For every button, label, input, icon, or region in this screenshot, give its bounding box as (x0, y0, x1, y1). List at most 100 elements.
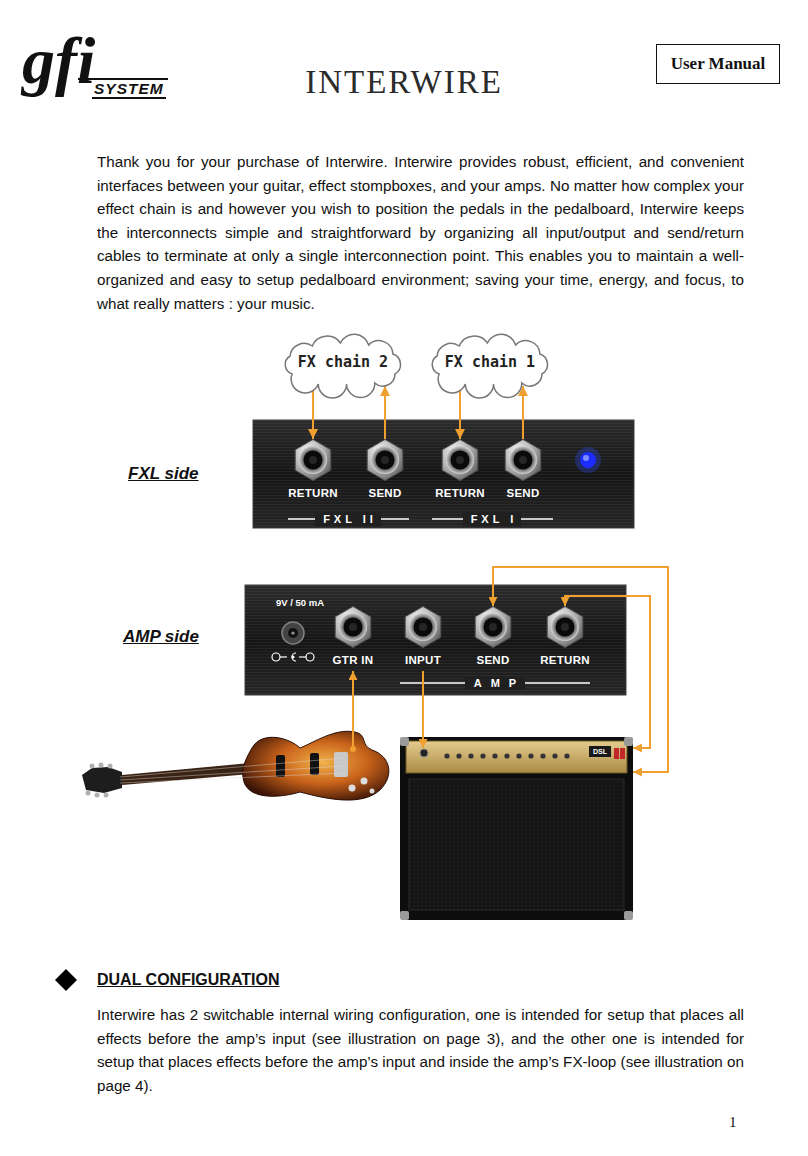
group-name: AMP (465, 677, 525, 690)
jack-hole (489, 623, 497, 631)
jack-graphic (472, 606, 514, 648)
jack-socket: RETURN (427, 439, 493, 500)
jack-hole (514, 451, 533, 470)
guitar-illustration (276, 755, 285, 777)
manual-tag: User Manual (656, 44, 780, 84)
guitar-illustration (243, 731, 389, 800)
fxl-panel-plate (583, 455, 589, 461)
label-holder: FXL II (315, 513, 381, 526)
signal-arrow (384, 386, 386, 439)
signal-arrow (459, 386, 461, 439)
guitar-illustration (349, 785, 356, 792)
guitar-illustration (361, 778, 368, 785)
jack-nut (295, 440, 331, 481)
jack-ring (479, 613, 507, 641)
power-rating: 9V / 50 mA (276, 597, 324, 609)
bullet-diamond (55, 969, 77, 991)
jack-panel: 9V / 50 mAAMPGTR ININPUTSENDRETURN (245, 585, 626, 695)
amp-panel-plate (245, 585, 626, 695)
jack-hole (419, 623, 427, 631)
jack-hole (556, 618, 575, 637)
jack-socket: SEND (460, 606, 526, 667)
amp-illustration (528, 753, 533, 758)
amp-illustration (624, 737, 633, 746)
jack-socket: RETURN (532, 606, 598, 667)
jack-ring (551, 613, 579, 641)
jack-graphic (439, 439, 481, 481)
jack-nut (405, 607, 441, 648)
amp-panel-plate (292, 653, 296, 661)
jack-nut (475, 607, 511, 648)
fxl-panel-plate (253, 420, 634, 528)
signal-wire (352, 671, 354, 749)
amp-panel-plate (245, 585, 626, 695)
amp-panel-plate (306, 653, 314, 661)
jack-socket: INPUT (390, 606, 456, 667)
page-title: INTERWIRE (305, 62, 503, 102)
jack-ring (509, 446, 537, 474)
jack-graphic (364, 439, 406, 481)
guitar-illustration (370, 789, 375, 794)
jack-nut (367, 440, 403, 481)
amp-illustration (480, 753, 485, 758)
fx-chain-cloud: FX chain 2 (280, 338, 406, 386)
amp-illustration (444, 753, 449, 758)
guitar-illustration (90, 764, 95, 769)
amp-illustration (589, 746, 611, 757)
label-holder: FXL I (463, 513, 522, 526)
label-holder: FXL side (128, 463, 199, 485)
fxl-panel-plate (575, 447, 601, 473)
amp-illustration (614, 748, 619, 759)
amp-illustration (406, 741, 627, 773)
side-caption: AMP side (123, 626, 199, 648)
jack-hole (349, 623, 357, 631)
jack-label: RETURN (435, 486, 485, 500)
guitar-illustration (310, 753, 319, 775)
fxl-panel-plate (580, 452, 596, 468)
brand-logo: gfi (22, 28, 95, 94)
amp-panel-plate (291, 631, 294, 634)
jack-hole (414, 618, 433, 637)
amp-illustration (492, 753, 497, 758)
label-holder: AMP side (123, 626, 199, 648)
brand-logo: SYSTEM (94, 80, 164, 97)
amp-illustration (552, 753, 557, 758)
jack-hole (381, 456, 389, 464)
fxl-panel-plate (253, 420, 634, 528)
jack-hole (484, 618, 503, 637)
jack-label: SEND (476, 653, 509, 667)
jack-graphic (402, 606, 444, 648)
amp-badge: DSL (589, 746, 611, 757)
label-holder: Thank you for your purchase of Interwire… (97, 150, 744, 315)
amp-panel-plate (288, 628, 298, 638)
label-holder: 1 (729, 1113, 737, 1131)
jack-ring (446, 446, 474, 474)
jack-ring (371, 446, 399, 474)
jack-socket: RETURN (280, 439, 346, 500)
amp-illustration (564, 753, 569, 758)
guitar-illustration (122, 763, 250, 785)
guitar-illustration (108, 764, 113, 769)
chain-label: FX chain 1 (445, 353, 535, 371)
signal-wire (422, 671, 424, 748)
label-holder: AMP (465, 677, 525, 690)
jack-nut (505, 440, 541, 481)
amp-panel-plate (245, 585, 626, 695)
signal-arrow (522, 386, 524, 439)
amp-illustration (400, 737, 633, 920)
jack-graphic (502, 439, 544, 481)
jack-hole (376, 451, 395, 470)
jack-label: RETURN (288, 486, 338, 500)
amp-illustration (400, 737, 409, 746)
guitar-illustration (82, 767, 122, 793)
jack-label: RETURN (540, 653, 590, 667)
cloud-outline (432, 334, 547, 398)
jack-nut (335, 607, 371, 648)
jack-label: SEND (368, 486, 401, 500)
amp-illustration (400, 911, 409, 920)
signal-wire (493, 567, 668, 772)
amp-panel-plate (272, 653, 280, 661)
wire-dot (350, 746, 356, 752)
guitar-illustration (120, 758, 344, 777)
